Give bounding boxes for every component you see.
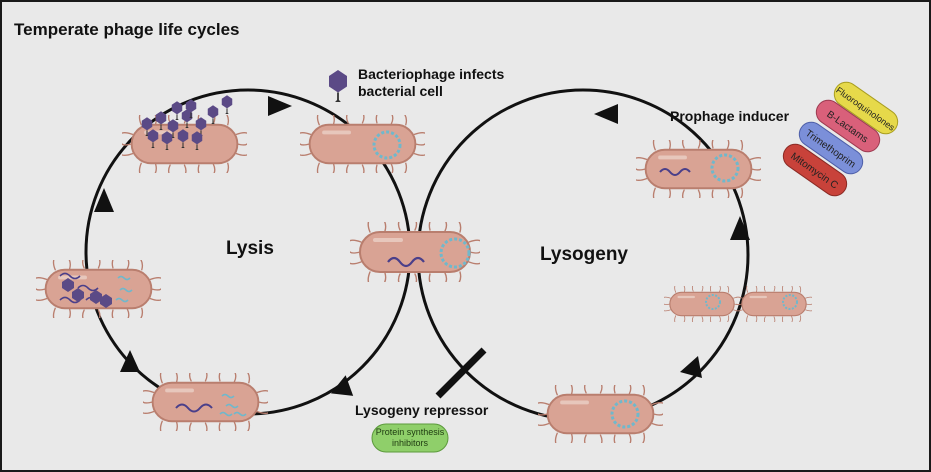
arrow-lysogeny-right xyxy=(730,216,750,240)
central-infected-cell xyxy=(350,222,480,282)
arrow-lysogeny-bottom xyxy=(680,356,702,378)
lysogeny-repressor-label: Lysogeny repressor xyxy=(355,402,489,418)
dividing-lysogen-cells xyxy=(664,286,812,322)
inducer-pill-stack: Fluoroquinolones B-Lactams Trimethoprim … xyxy=(782,81,899,197)
infect-annotation-line1: Bacteriophage infects xyxy=(358,66,505,82)
figure-title: Temperate phage life cycles xyxy=(14,20,240,39)
induced-cell-right xyxy=(636,140,761,198)
infect-annotation: Bacteriophage infects bacterial cell xyxy=(358,66,504,100)
arrow-lysis-bottom-left xyxy=(120,350,140,372)
lysis-label: Lysis xyxy=(226,238,274,259)
arrow-lysis-top xyxy=(268,96,292,116)
repressor-pill-line1: Protein synthesis xyxy=(375,427,445,437)
arrow-lysis-left xyxy=(94,188,114,212)
arrow-lysogeny-top xyxy=(594,104,618,124)
arrow-lysis-bottom xyxy=(330,375,354,396)
infecting-phage-icon xyxy=(328,69,348,102)
infect-annotation-line2: bacterial cell xyxy=(358,83,443,99)
prophage-inducer-label: Prophage inducer xyxy=(670,108,790,124)
repressor-block-bar xyxy=(435,347,487,399)
lysogeny-label: Lysogeny xyxy=(540,244,628,265)
burst-cell-top-left xyxy=(122,115,247,173)
replication-cell-bottom-left xyxy=(143,373,268,431)
repressor-pill-line2: inhibitors xyxy=(391,438,429,448)
repressor-pill-label: Protein synthesis inhibitors xyxy=(372,427,448,449)
infected-cell-top xyxy=(300,115,425,173)
lysogen-cell-bottom xyxy=(538,385,663,443)
assembly-cell-left xyxy=(36,260,161,318)
pill-protein-synthesis-inhibitors xyxy=(371,423,449,453)
